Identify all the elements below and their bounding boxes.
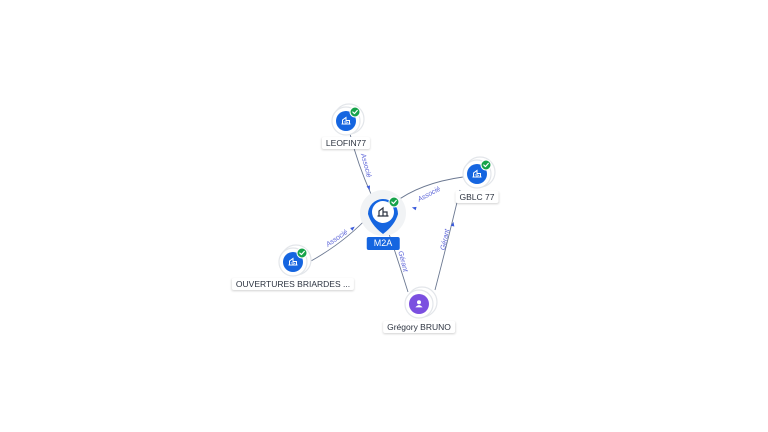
verified-check-icon [388, 196, 400, 208]
node-label-leofin[interactable]: LEOFIN77 [321, 137, 371, 149]
node-label-ouvertures[interactable]: OUVERTURES BRIARDES ... [231, 278, 355, 290]
building-icon [377, 206, 389, 217]
verified-check-icon [349, 106, 361, 118]
node-label-gregory[interactable]: Grégory BRUNO [383, 321, 455, 333]
node-label-m2a[interactable]: M2A [366, 237, 400, 250]
edge-arrow-icon [366, 185, 370, 191]
building-icon [472, 169, 482, 178]
person-icon [415, 300, 423, 308]
node-gblc[interactable] [462, 156, 496, 189]
verified-check-icon [480, 159, 492, 171]
nodes-layer [278, 103, 496, 319]
edge-label: Associé [359, 152, 372, 179]
building-icon [288, 257, 298, 266]
edge-label: Gérant [440, 227, 452, 250]
node-m2a[interactable] [360, 190, 406, 236]
node-gregory[interactable] [404, 286, 438, 319]
edge-label: Associé [324, 229, 349, 249]
node-label-gblc[interactable]: GBLC 77 [455, 191, 499, 203]
node-ouvertures[interactable] [278, 244, 312, 277]
node-leofin[interactable] [331, 103, 365, 136]
edge-arrow-icon [411, 206, 417, 211]
edge-line[interactable] [393, 176, 464, 204]
edge-ouvertures-m2a[interactable]: Associé [310, 214, 371, 262]
edge-gregory-gblc[interactable]: Gérant [434, 189, 461, 291]
verified-check-icon [296, 247, 308, 259]
edge-arrow-icon [450, 221, 455, 227]
building-icon [341, 116, 351, 125]
edge-arrow-icon [350, 226, 355, 231]
